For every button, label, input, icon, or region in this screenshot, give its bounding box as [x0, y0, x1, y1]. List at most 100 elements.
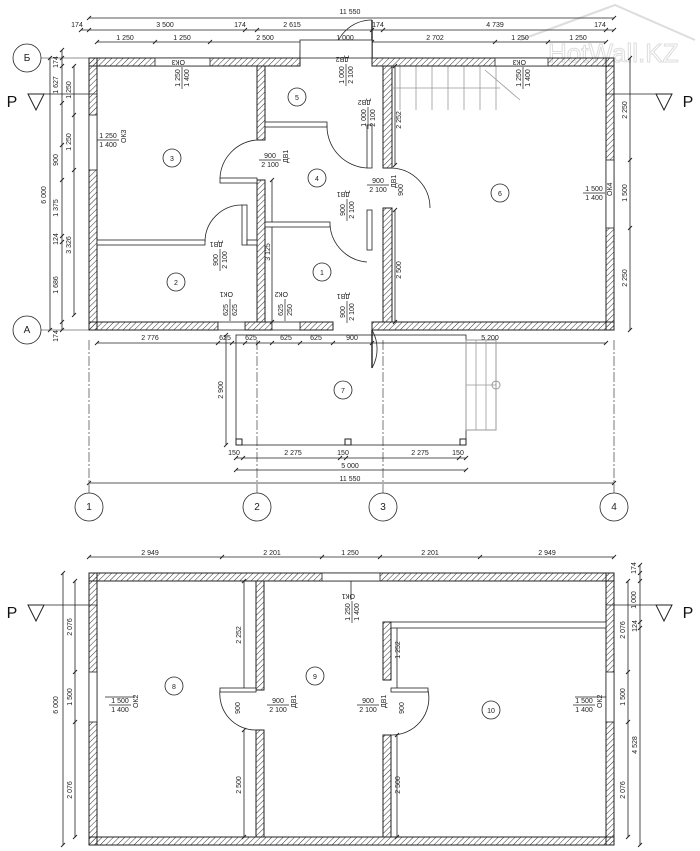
axis-marker-1-circle [74, 492, 104, 522]
dimension-tick [611, 27, 617, 33]
dimension-label: 5 200 [481, 335, 499, 342]
dimension-tick [71, 167, 77, 173]
dimension-tick [59, 47, 65, 53]
partition [390, 621, 607, 629]
opening-mark: ДВ2 [336, 55, 349, 62]
dimension-tick [59, 319, 65, 325]
opening-height: 2 100 [348, 66, 355, 84]
dimension-tick [94, 39, 100, 45]
dimension-tick [603, 340, 609, 346]
opening-width: 900 [362, 698, 374, 705]
dimension-tick [60, 842, 66, 848]
window [154, 57, 211, 67]
dimension-tick [60, 570, 66, 576]
dimension-label: 1 375 [53, 199, 60, 217]
dimension-label: 2 275 [284, 450, 302, 457]
dimension-label: 124 [632, 620, 639, 632]
dimension-label: 1 000 [631, 591, 638, 609]
dimension-tick [59, 142, 65, 148]
dimension-label: 2 252 [236, 626, 243, 644]
wall [255, 729, 265, 838]
axis-marker-3: 3 [380, 502, 386, 513]
stair-arrow [484, 69, 521, 101]
dimension-label: 124 [53, 233, 60, 245]
opening-mark: ДВ1 [391, 175, 398, 188]
door-swing [329, 224, 368, 263]
dimension-label: 2 500 [236, 776, 243, 794]
door-swing [326, 124, 368, 169]
opening-mark: ДВ1 [337, 292, 350, 299]
dimension-tick [297, 340, 303, 346]
opening-width: 900 [372, 178, 384, 185]
dimension-tick [611, 15, 617, 21]
window [605, 159, 615, 229]
dimension-tick [625, 669, 631, 675]
section-arrow-icon [655, 604, 673, 623]
dimension-tick [94, 340, 100, 346]
dimension-tick [86, 480, 92, 486]
partition [241, 204, 248, 246]
dimension-label: 3 500 [156, 22, 174, 29]
room-number-10: 10 [487, 708, 495, 715]
dimension-tick [152, 39, 158, 45]
dimension-tick [637, 562, 643, 568]
opening-height: 2 100 [349, 303, 356, 321]
walls [88, 39, 615, 846]
dimension-label: 625 [310, 335, 322, 342]
dimension-label: 2 500 [395, 776, 402, 794]
dimension-label: 174 [631, 562, 638, 574]
axis-marker-3-circle [368, 492, 398, 522]
dimension-label: 2 076 [620, 781, 627, 799]
opening-mark: ОК4 [607, 182, 614, 196]
axis-marker-4: 4 [611, 502, 617, 513]
dimension-label: 3 326 [66, 236, 73, 254]
window [271, 321, 301, 331]
dimension-tick [215, 340, 221, 346]
axis-marker-a-circle [12, 315, 42, 345]
room-number-5: 5 [295, 95, 299, 102]
wall [371, 57, 615, 67]
opening-height: 250 [287, 304, 294, 316]
dimension-label: 1 500 [67, 688, 74, 706]
partition [264, 221, 331, 228]
dimension-tick [71, 63, 77, 69]
dimension-label: 150 [452, 450, 464, 457]
wall [244, 321, 273, 331]
opening-mark: ОК3 [121, 129, 128, 143]
room-number-7-circle [333, 380, 353, 400]
dimension-label: 174 [53, 56, 60, 68]
dimension-label: 2 250 [622, 269, 629, 287]
dimension-label: 2 076 [620, 621, 627, 639]
terrace-column [235, 438, 243, 446]
wall [88, 836, 615, 846]
dimension-tick [269, 340, 275, 346]
opening-height: 2 100 [222, 251, 229, 269]
dimension-label: 3 125 [265, 243, 272, 261]
room-number-6-circle [490, 183, 510, 203]
axis-marker-b-circle [12, 43, 42, 73]
dimension-tick [86, 15, 92, 21]
dimension-tick [380, 27, 386, 33]
dimension-label: 150 [337, 450, 349, 457]
room-number-2: 2 [174, 280, 178, 287]
dimension-tick [343, 455, 349, 461]
dimension-label: 2 275 [411, 450, 429, 457]
opening-mark: ДВ1 [210, 240, 223, 247]
dimension-label: 1 686 [53, 276, 60, 294]
partition [390, 687, 429, 693]
section-arrow-icon [27, 93, 45, 112]
opening-mark: ОК1 [341, 592, 355, 599]
partition [366, 209, 373, 251]
room-number-6: 6 [498, 191, 502, 198]
dimension-tick [72, 719, 78, 725]
opening-width: 625 [278, 304, 285, 316]
partition [299, 39, 373, 59]
dimension-tick [337, 455, 343, 461]
room-number-4-circle [307, 168, 327, 188]
dimension-tick [233, 455, 239, 461]
